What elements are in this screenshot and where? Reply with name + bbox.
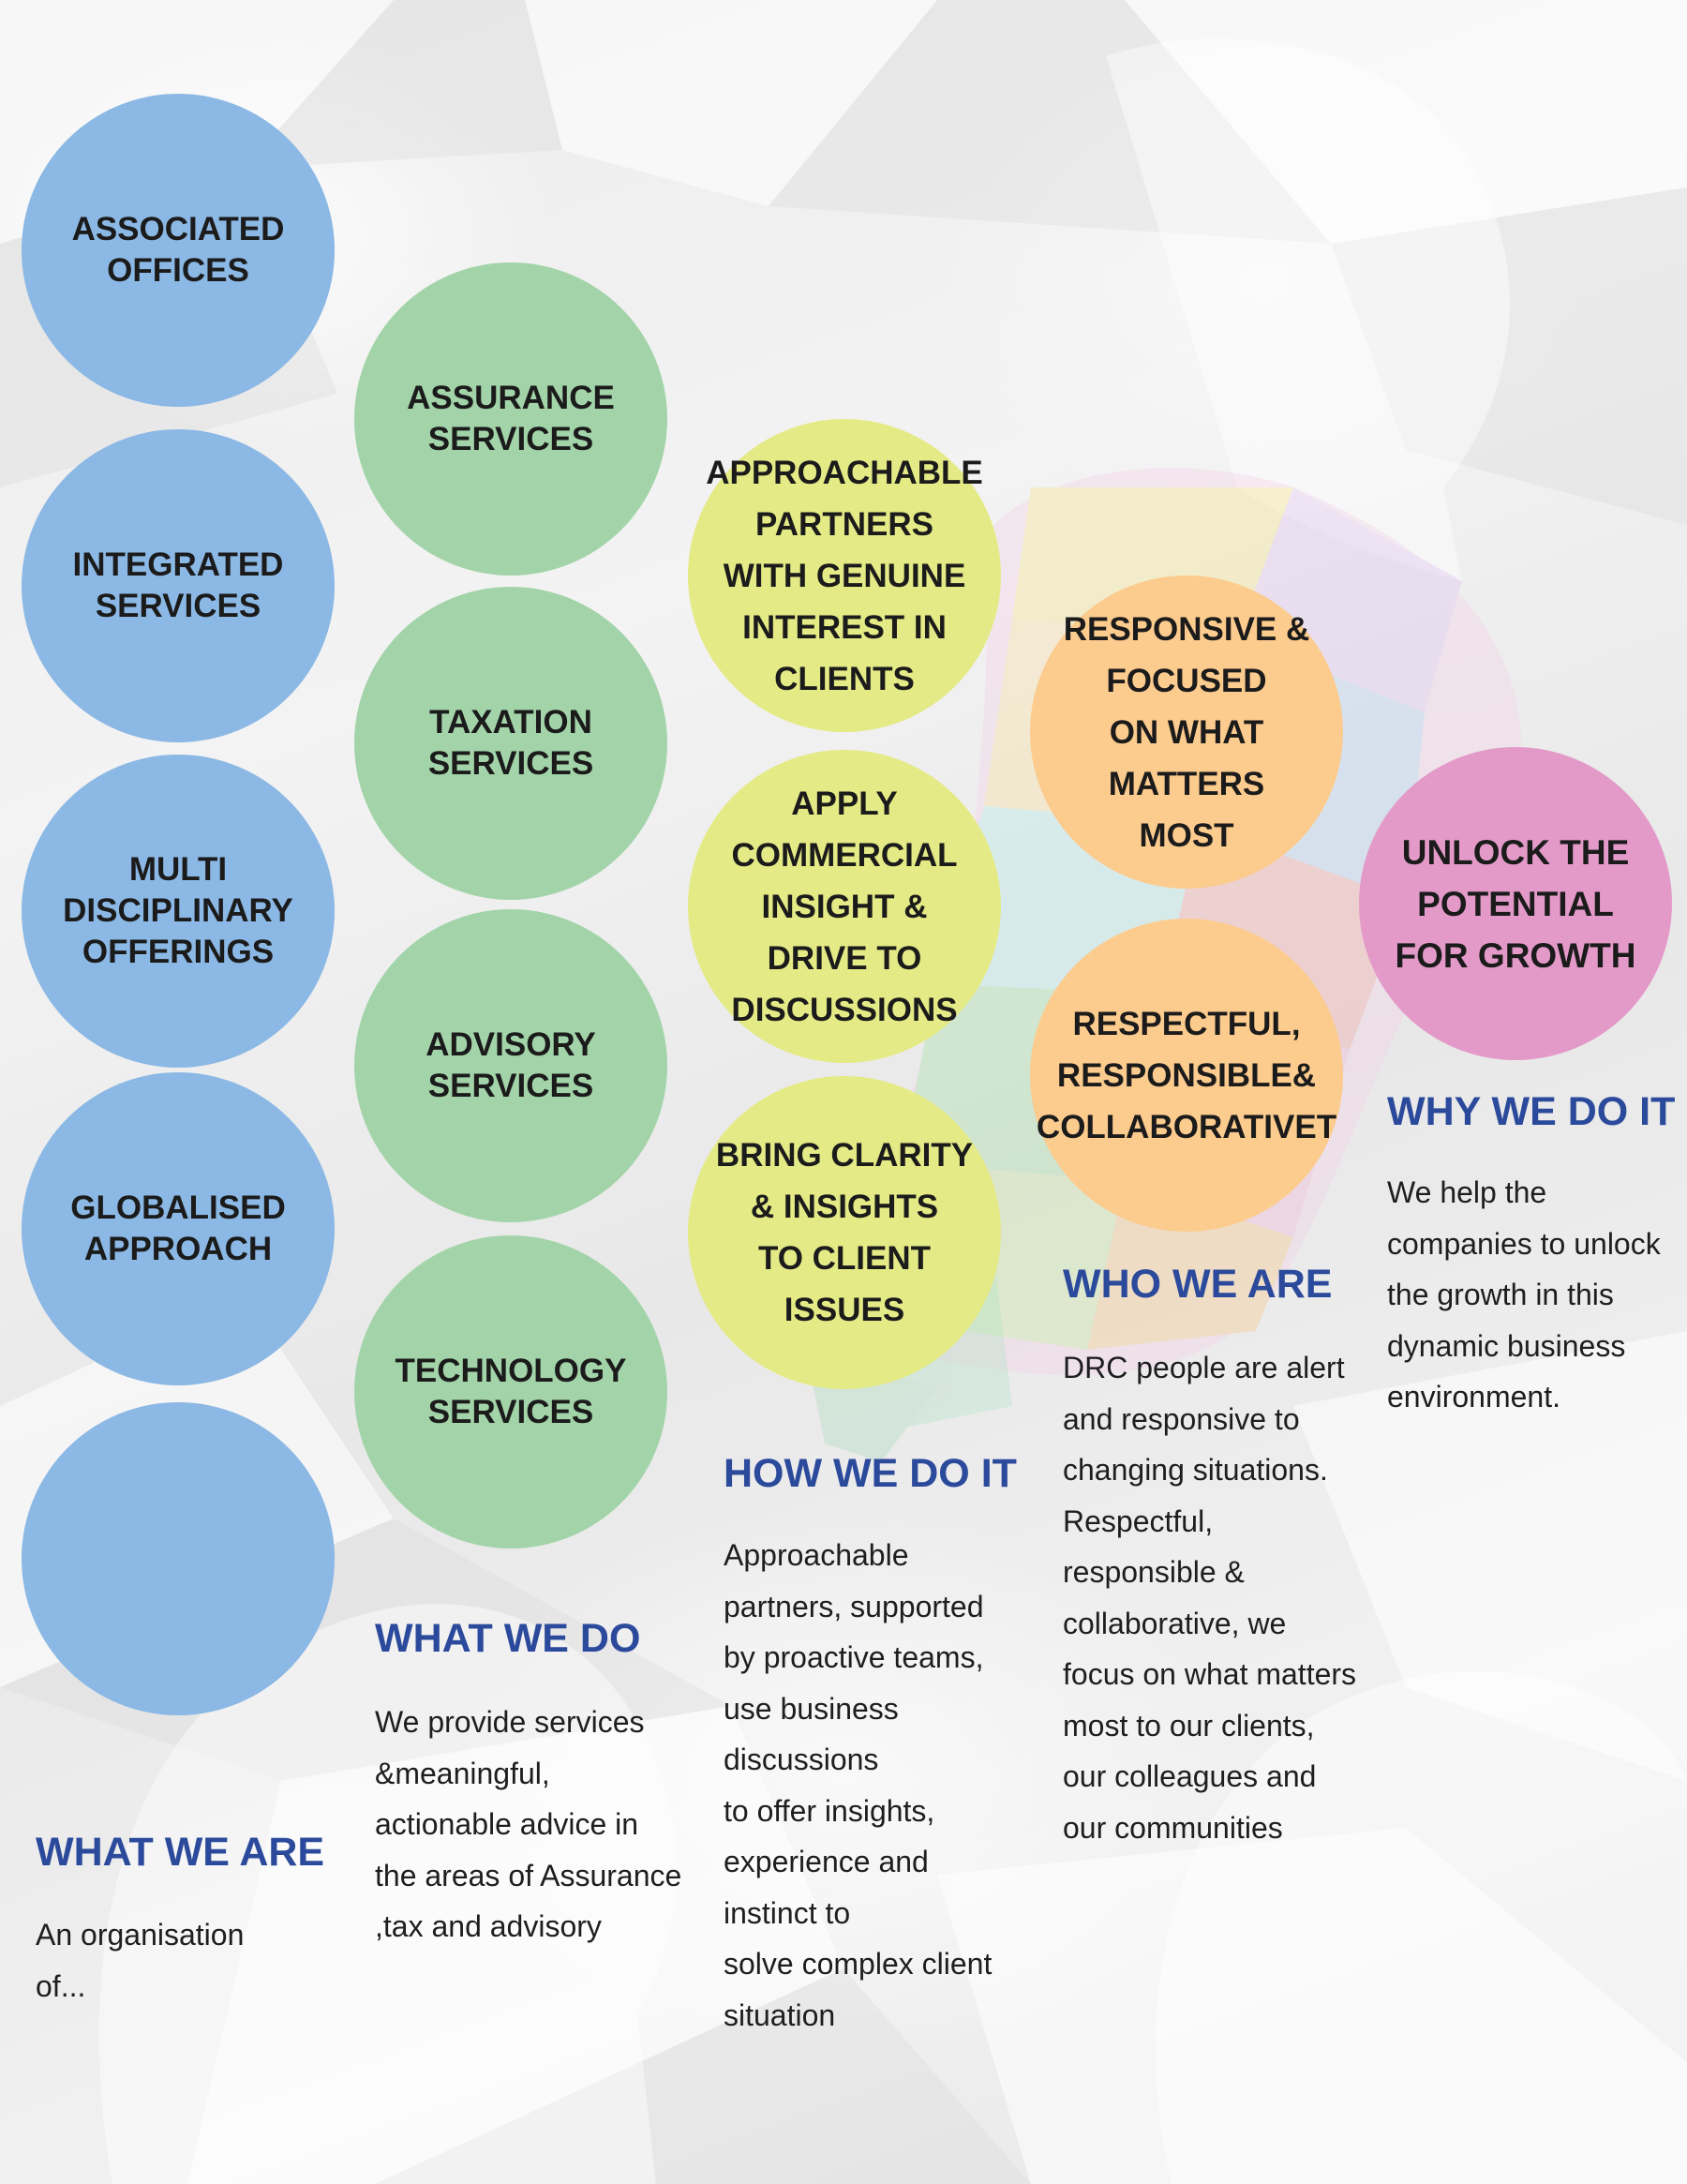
text-who-we-are: DRC people are alert and responsive to c… <box>1063 1351 1357 1845</box>
heading-how-we-do-it: HOW WE DO IT <box>724 1451 1017 1496</box>
heading-what-we-are: WHAT WE ARE <box>36 1830 325 1875</box>
text-how-we-do-it: Approachable partners, supported by proa… <box>724 1538 993 2032</box>
text-what-we-do: We provide services &meaningful, actiona… <box>375 1705 682 1943</box>
circle-blank <box>22 1402 335 1715</box>
heading-who-we-are: WHO WE ARE <box>1063 1262 1333 1307</box>
heading-what-we-do: WHAT WE DO <box>375 1616 641 1661</box>
text-why-we-do-it: We help the companies to unlock the grow… <box>1387 1175 1661 1414</box>
circle-respectful-responsible: RESPECTFUL,RESPONSIBLE&COLLABORATIVET <box>1030 919 1343 1232</box>
heading-why-we-do-it: WHY WE DO IT <box>1387 1089 1676 1134</box>
text-what-we-are: An organisation of... <box>36 1918 245 2003</box>
